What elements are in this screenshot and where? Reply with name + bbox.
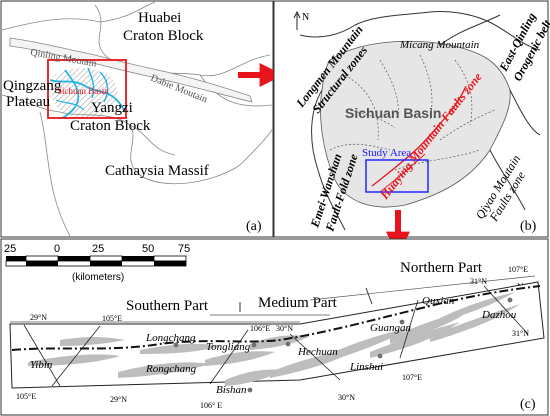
panel-b-label: (b) bbox=[520, 219, 537, 234]
panel-b: N Longmen Mountain Structural zones Mica… bbox=[273, 0, 550, 238]
coord-n29a: 29°N bbox=[30, 313, 47, 322]
coord-e105b: 105°E bbox=[16, 392, 36, 401]
place-guangan: Guangan bbox=[370, 322, 411, 334]
label-micang: Micang Mountain bbox=[399, 39, 480, 51]
label-qingzang-2: Plateau bbox=[6, 94, 51, 110]
label-huabei-1: Huabei bbox=[138, 10, 181, 26]
main-fault-line bbox=[11, 285, 541, 351]
label-qingzang-1: Qingzang bbox=[3, 78, 62, 94]
scale-tick-2: 25 bbox=[92, 243, 104, 255]
north-label-b: N bbox=[302, 12, 309, 23]
yangzi-river bbox=[49, 79, 126, 113]
label-medium-part: Medium Part bbox=[258, 295, 338, 311]
label-southern-part: Southern Part bbox=[126, 298, 209, 314]
label-northern-part: Northern Part bbox=[400, 260, 483, 276]
sichuan-basin bbox=[320, 40, 511, 208]
label-yangzi-2: Craton Block bbox=[70, 118, 151, 134]
graticule bbox=[23, 285, 529, 387]
place-tongliang: Tongliang bbox=[206, 341, 251, 353]
coord-e105a: 105°E bbox=[102, 314, 122, 323]
place-bishan: Bishan bbox=[216, 384, 247, 396]
coord-n30b: 30°N bbox=[338, 393, 355, 402]
coord-n30a: 30°N bbox=[276, 324, 293, 333]
place-yibin: Yibin bbox=[30, 359, 53, 371]
scale-tick-3: 50 bbox=[142, 243, 154, 255]
scale-bar: 25 0 25 50 75 (kilometers) bbox=[4, 243, 190, 283]
label-sichuan-a: Sichuan Basin bbox=[57, 86, 109, 96]
huaying-fault bbox=[371, 85, 467, 187]
label-study-area: Study Area bbox=[362, 147, 411, 159]
coord-e107a: 107°E bbox=[508, 265, 528, 274]
coord-n29b: 29°N bbox=[110, 395, 127, 404]
place-dazhou: Dazhou bbox=[481, 309, 517, 321]
study-area-polygon bbox=[9, 281, 545, 389]
place-quxian: Quxian bbox=[422, 295, 455, 307]
panel-c-label: (c) bbox=[520, 397, 536, 412]
label-yangzi-1: Yangzi bbox=[91, 100, 133, 116]
study-region-box bbox=[47, 59, 127, 119]
scale-tick-1: 0 bbox=[54, 243, 60, 255]
place-hechuan: Hechuan bbox=[297, 346, 338, 358]
label-basin-b: Sichuan Basin bbox=[345, 105, 441, 121]
panel-a: Huabei Craton Block Qinling Moutain Dabi… bbox=[0, 0, 274, 238]
scale-tick-4: 75 bbox=[178, 243, 190, 255]
panel-a-label: (a) bbox=[246, 219, 262, 234]
place-longchang: Longchang bbox=[145, 332, 196, 344]
place-dots bbox=[173, 297, 513, 393]
scale-unit: (kilometers) bbox=[72, 272, 124, 283]
coord-e106a: 106°E bbox=[250, 324, 270, 333]
label-huabei-2: Craton Block bbox=[123, 28, 204, 44]
coord-e107b: 107°E bbox=[402, 373, 422, 382]
panel-c: 25 0 25 50 75 (kilometers) Northern Part… bbox=[0, 238, 549, 416]
coord-n31a: 31°N bbox=[470, 277, 487, 286]
place-linshui: Linshui bbox=[349, 361, 383, 373]
scale-tick-0: 25 bbox=[4, 243, 16, 255]
label-cathaysia: Cathaysia Massif bbox=[105, 163, 209, 179]
coord-e106b: 106° E bbox=[200, 401, 222, 410]
study-area-box bbox=[365, 159, 429, 193]
coord-n31b: 31°N bbox=[512, 329, 529, 338]
place-rongchang: Rongchang bbox=[145, 363, 197, 375]
